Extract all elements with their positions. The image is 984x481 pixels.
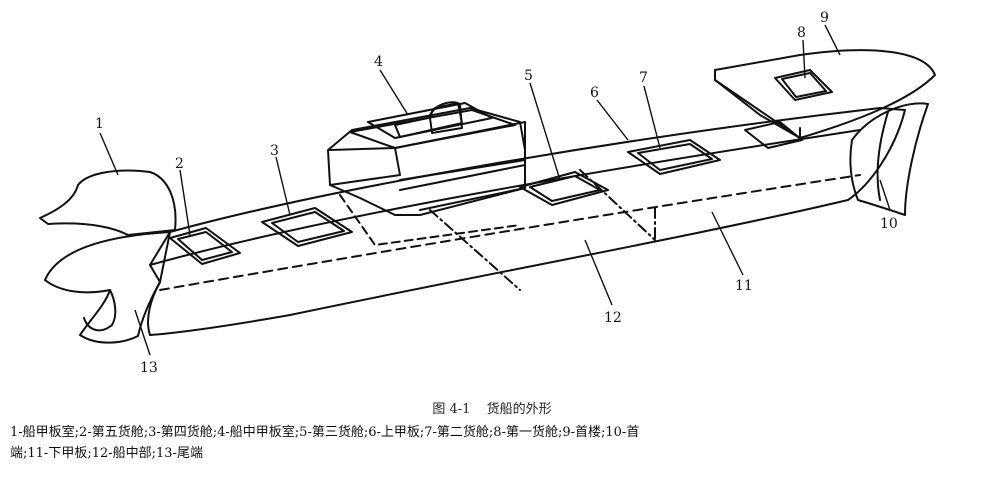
forecastle: [714, 49, 936, 139]
bow-stem: [876, 111, 889, 201]
legend-line-2: 端;11-下甲板;12-船中部;13-尾端: [10, 446, 203, 461]
figure-legend: 1-船甲板室;2-第五货舱;3-第四货舱;4-船中甲板室;5-第三货舱;6-上甲…: [10, 422, 974, 464]
hatch-2-inner: [637, 143, 713, 171]
legend-line-1: 1-船甲板室;2-第五货舱;3-第四货舱;4-船中甲板室;5-第三货舱;6-上甲…: [10, 425, 640, 440]
figure-number: 图 4-1: [432, 402, 471, 417]
label-7: 7: [639, 70, 648, 86]
forecastle-front: [714, 79, 801, 139]
label-13: 13: [140, 360, 158, 376]
label-5: 5: [524, 68, 533, 84]
hatch-5: [169, 227, 241, 265]
label-9: 9: [820, 10, 829, 26]
deckhouse-side: [329, 147, 401, 186]
midship-divider-b: [579, 169, 656, 241]
figure-title: 货船的外形: [486, 402, 552, 417]
deckhouse-funnel: [429, 101, 463, 134]
lower-deck-line: [159, 174, 861, 291]
label-6: 6: [590, 85, 599, 101]
figure-caption: 图 4-1 货船的外形: [0, 398, 984, 417]
deckhouse-tier-2: [367, 102, 493, 139]
hatch-1b: [744, 121, 803, 149]
leader-lines: [99, 24, 891, 356]
midship-divider-a: [429, 209, 521, 291]
label-2: 2: [175, 156, 184, 172]
stern-rudder: [83, 289, 117, 332]
hatch-1: [774, 69, 833, 101]
stern-section: [44, 231, 171, 344]
label-4: 4: [374, 54, 383, 70]
deckhouse-base: [399, 164, 526, 211]
hull-outline: [147, 107, 906, 336]
bow-section: [849, 102, 929, 216]
label-12: 12: [604, 310, 622, 326]
deck-edge: [149, 129, 861, 266]
hatch-4-inner: [271, 211, 345, 243]
label-1: 1: [95, 116, 104, 132]
deckhouse-dash-base: [339, 194, 521, 246]
hatch-4: [261, 207, 353, 247]
hatch-1-inner: [781, 72, 827, 98]
label-10: 10: [880, 216, 898, 232]
cargo-ship-diagram: 1 2 3 4 5 6 7 8 9 10 11 12 13: [39, 10, 936, 376]
label-8: 8: [797, 25, 806, 41]
midship-deckhouse: [327, 107, 526, 216]
hatch-5-inner: [177, 231, 233, 261]
hatch-2: [627, 139, 721, 175]
label-3: 3: [270, 143, 279, 159]
hatch-3: [519, 171, 609, 206]
poop-deckhouse: [39, 169, 177, 236]
label-11: 11: [735, 278, 753, 294]
deckhouse-front: [394, 121, 526, 181]
